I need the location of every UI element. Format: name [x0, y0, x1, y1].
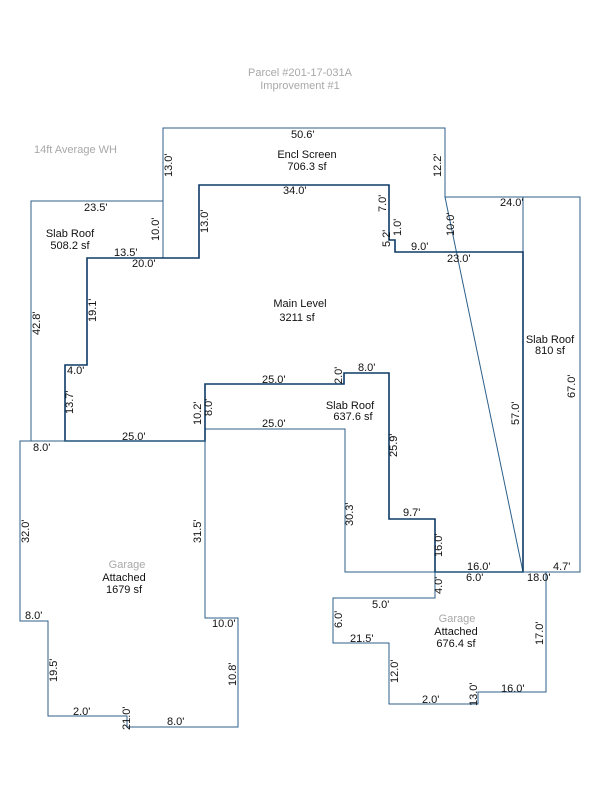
dimension-label: 4.0' [433, 577, 445, 594]
dimension-label: 9.0' [411, 241, 428, 253]
dimension-label: 5.0' [372, 599, 389, 611]
dimension-label: 12.0' [389, 659, 401, 683]
dimension-label: 8.0' [203, 399, 215, 416]
main-level-name: Main Level [273, 298, 326, 310]
slab-roof-right-name: Slab Roof [526, 334, 575, 346]
garage-right-name: Attached [434, 626, 477, 638]
dimension-label: 2.0' [422, 694, 439, 706]
dimension-label: 10.0' [150, 217, 162, 241]
dimension-label: 10.0' [212, 618, 236, 630]
dimension-label: 57.0' [510, 401, 522, 425]
dimension-label: 19.1' [87, 298, 99, 322]
dimension-label: 13.0' [468, 682, 480, 706]
dimension-label: 30.3' [344, 502, 356, 526]
dimension-label: 42.8' [31, 311, 43, 335]
dimension-label: 4.7' [553, 561, 570, 573]
dimension-label: 25.0' [262, 374, 286, 386]
dimension-label: 23.0' [447, 253, 471, 265]
slab-roof-left-value: 508.2 sf [50, 240, 90, 252]
dimension-label: 25.0' [262, 418, 286, 430]
dimension-label: 12.2' [432, 153, 444, 177]
improvement-number: Improvement #1 [260, 80, 340, 92]
dimension-label: 7.0' [377, 195, 389, 212]
dimension-label: 17.0' [534, 621, 546, 645]
dimension-label: 16.0' [501, 683, 525, 695]
dimension-label: 13.0' [199, 209, 211, 233]
slab-roof-center-outline [204, 372, 436, 573]
dimension-label: 8.0' [25, 610, 42, 622]
dimension-label: 31.5' [192, 519, 204, 543]
dimension-label: 34.0' [283, 185, 307, 197]
slab-roof-center-name: Slab Roof [326, 400, 375, 412]
dimension-label: 23.5' [84, 202, 108, 214]
dimension-label: 32.0' [20, 519, 32, 543]
dimension-label: 21.5' [350, 633, 374, 645]
dimension-label: 16.0' [433, 533, 445, 557]
dimension-label: 67.0' [566, 374, 578, 398]
dimension-label: 9.7' [403, 507, 420, 519]
dimension-label: 13.7' [64, 390, 76, 414]
dimension-label: 2.0' [73, 706, 90, 718]
slab-roof-right-value: 810 sf [535, 345, 566, 357]
encl-screen-name: Encl Screen [277, 149, 336, 161]
encl-screen-outline [162, 127, 524, 259]
garage-left-type: Garage [109, 559, 146, 571]
dimension-label: 19.5' [48, 658, 60, 682]
dimension-label: 25.9' [388, 433, 400, 457]
slab-roof-center-value: 637.6 sf [333, 411, 373, 423]
dimension-label: 13.0' [163, 153, 175, 177]
dimension-label: 10.2' [192, 401, 204, 425]
slab-roof-right-outline [444, 196, 581, 573]
main-level-outline [64, 184, 524, 573]
dimension-label: 25.0' [122, 431, 146, 443]
dimension-label: 20.0' [132, 258, 156, 270]
dimension-label: 6.0' [466, 572, 483, 584]
dimension-label: 21.0' [121, 706, 133, 730]
garage-right-type: Garage [439, 613, 476, 625]
dimension-label: 5.2' [381, 230, 393, 247]
encl-screen-value: 706.3 sf [287, 161, 327, 173]
dimension-label: 10.0' [445, 212, 457, 236]
dimension-label: 24.0' [500, 197, 524, 209]
dimension-label: 1.0' [392, 219, 404, 236]
garage-right-outline [332, 571, 547, 705]
parcel-number: Parcel #201-17-031A [248, 67, 352, 79]
dimension-label: 6.0' [333, 611, 345, 628]
dimension-label: 10.8' [227, 662, 239, 686]
garage-left-outline [19, 440, 239, 728]
dimension-label: 8.0' [358, 362, 375, 374]
dimension-label: 8.0' [167, 716, 184, 728]
dimension-label: 2.0' [333, 367, 345, 384]
dimension-label: 16.0' [467, 561, 491, 573]
garage-right-value: 676.4 sf [436, 638, 476, 650]
dimension-label: 18.0' [527, 572, 551, 584]
dimension-label: 8.0' [33, 442, 50, 454]
garage-left-name: Attached [102, 572, 145, 584]
average-wall-height-note: 14ft Average WH [34, 144, 117, 156]
garage-left-value: 1679 sf [106, 584, 143, 596]
dimension-label: 13.5' [114, 247, 138, 259]
slab-roof-left-name: Slab Roof [46, 228, 95, 240]
main-level-value: 3211 sf [279, 312, 315, 324]
dimension-label: 50.6' [291, 129, 315, 141]
dimension-label: 4.0' [67, 365, 84, 377]
